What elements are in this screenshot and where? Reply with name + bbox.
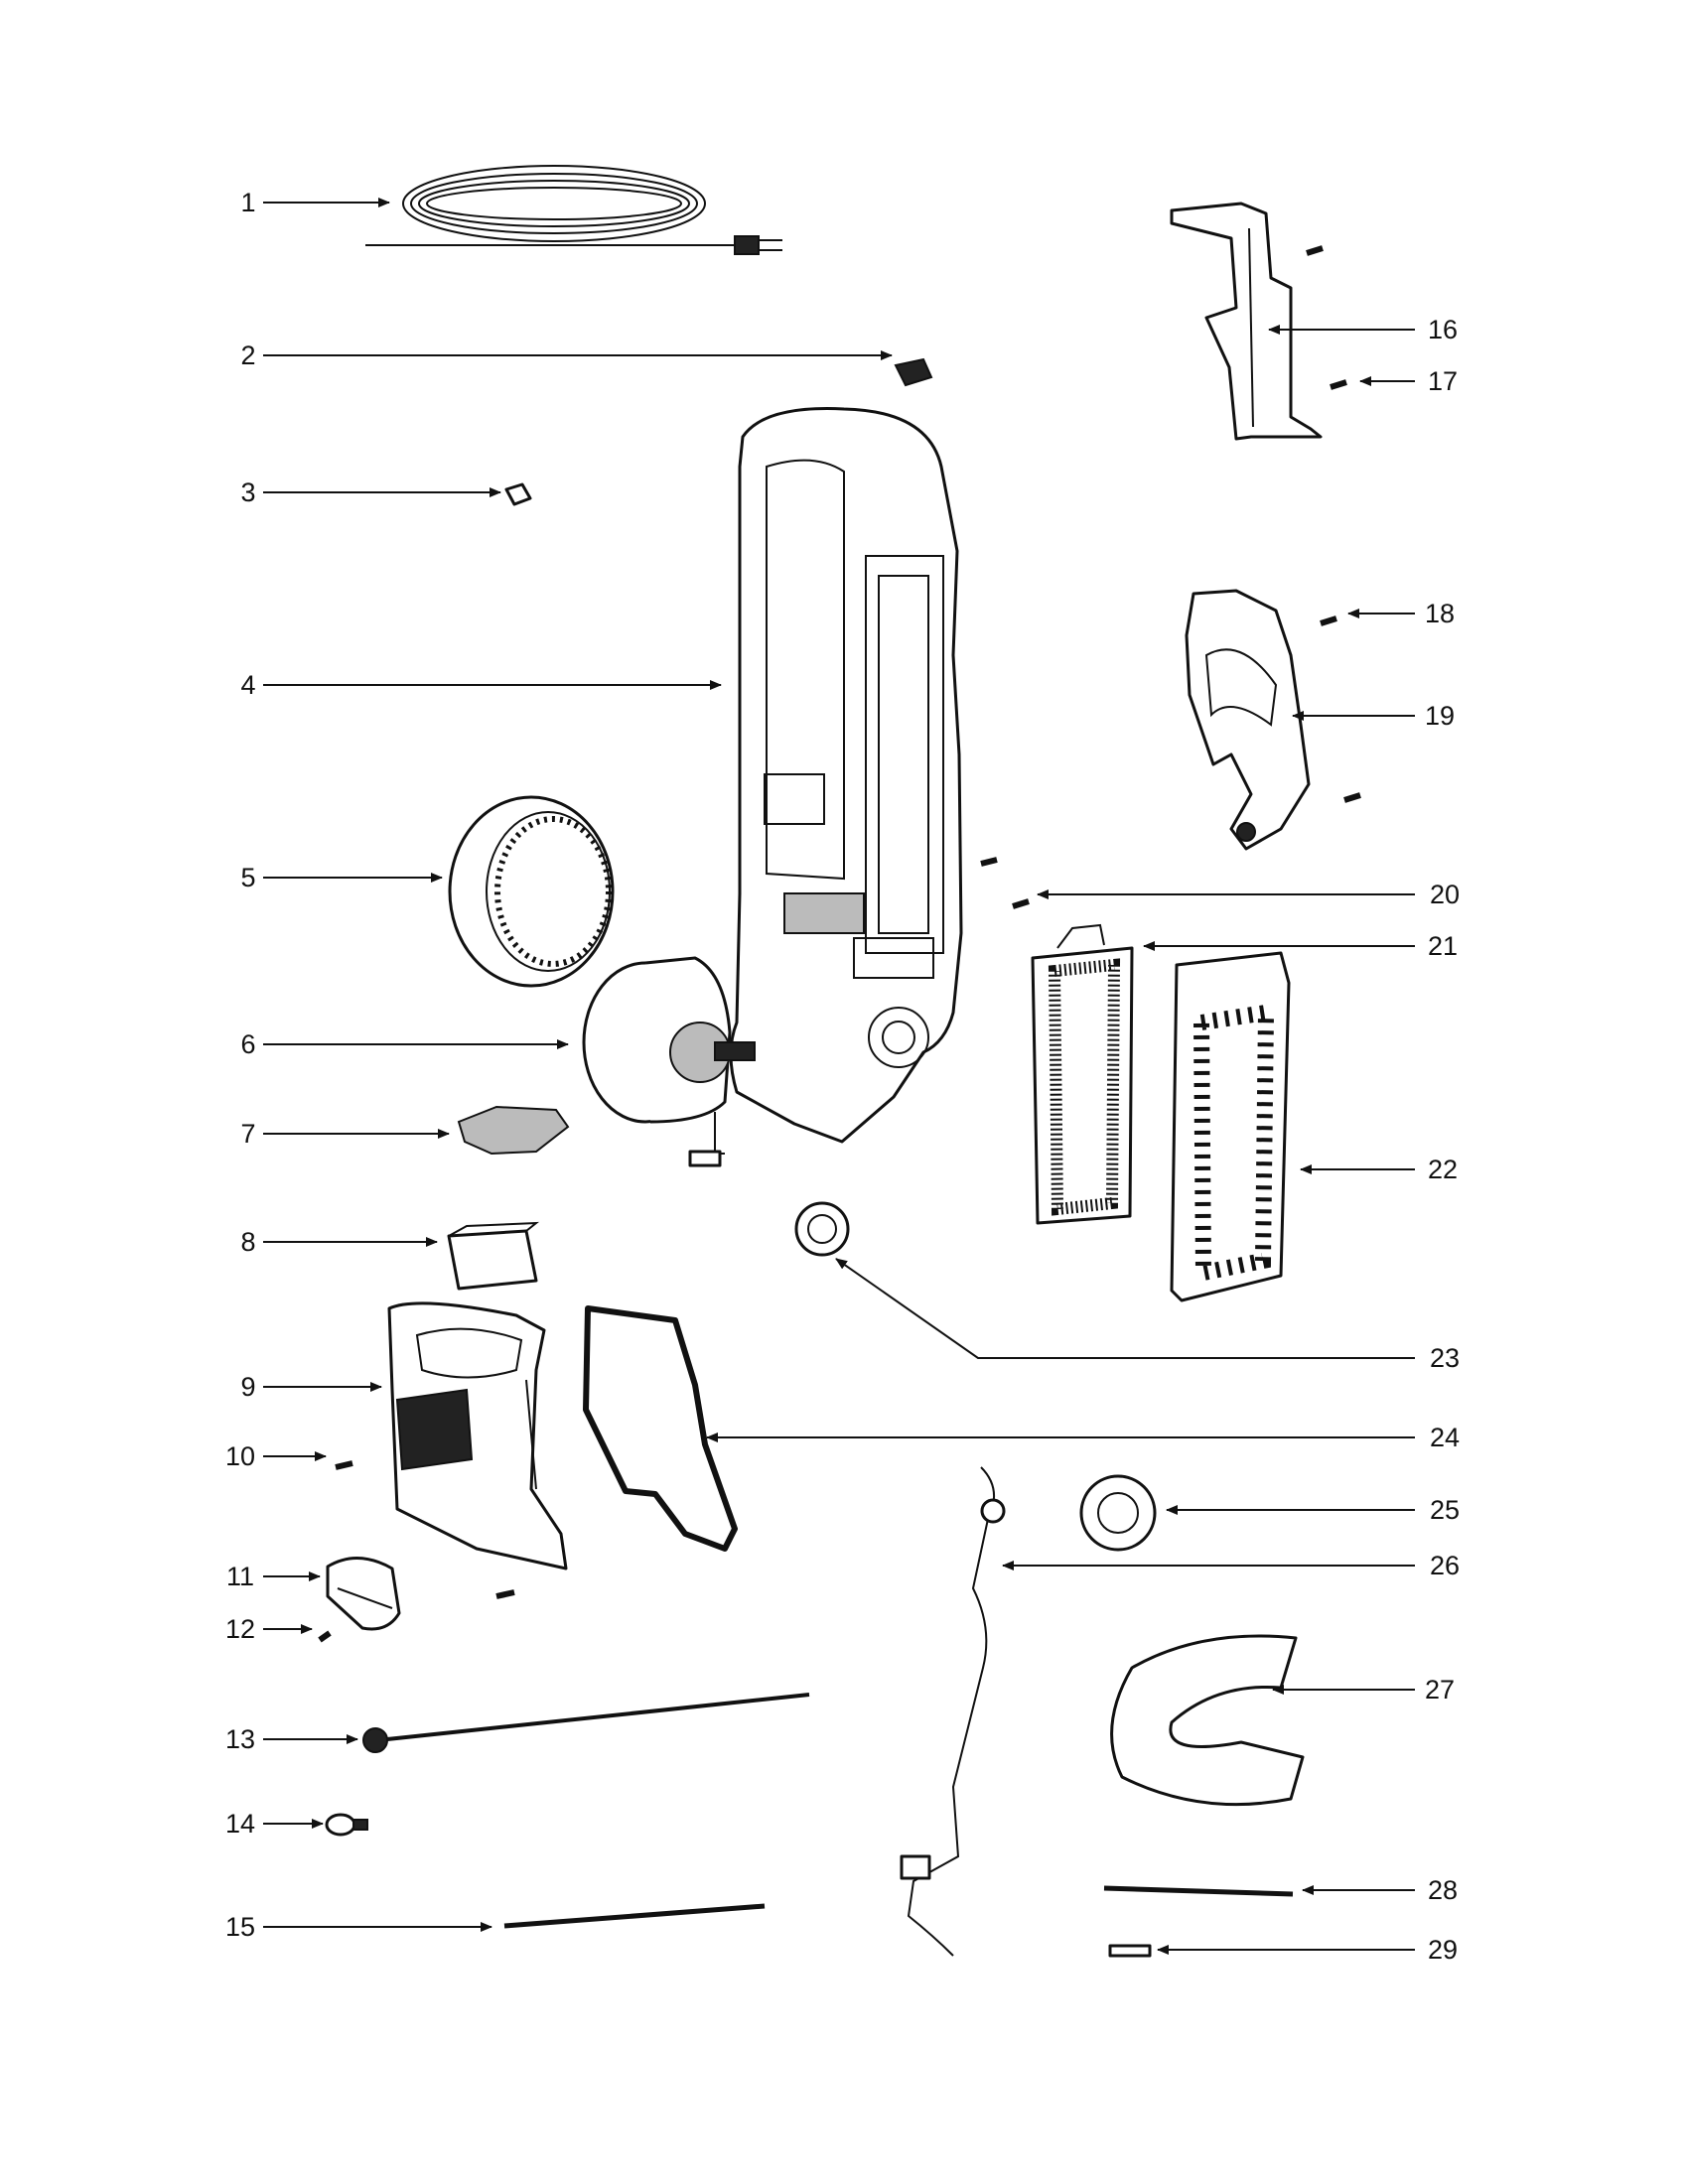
callout-1: 1 bbox=[240, 188, 390, 217]
callout-8: 8 bbox=[240, 1227, 438, 1257]
callout-29: 29 bbox=[1157, 1935, 1458, 1965]
callout-number: 29 bbox=[1428, 1935, 1458, 1965]
callout-12: 12 bbox=[225, 1614, 313, 1644]
callout-21: 21 bbox=[1143, 931, 1458, 961]
callout-19: 19 bbox=[1292, 701, 1455, 731]
cap-part bbox=[326, 1557, 401, 1631]
small-pad-part bbox=[1108, 1944, 1152, 1958]
callout-26: 26 bbox=[1002, 1551, 1460, 1580]
callout-17: 17 bbox=[1359, 366, 1458, 396]
callout-2: 2 bbox=[240, 341, 893, 370]
callout-10: 10 bbox=[225, 1441, 327, 1471]
callout-16: 16 bbox=[1268, 315, 1458, 344]
callout-11: 11 bbox=[226, 1562, 321, 1591]
callout-5: 5 bbox=[240, 863, 443, 892]
callout-number: 17 bbox=[1428, 366, 1458, 396]
callout-number: 2 bbox=[240, 341, 255, 370]
fitting-part bbox=[504, 482, 532, 506]
callout-number: 14 bbox=[225, 1809, 255, 1839]
callout-number: 16 bbox=[1428, 315, 1458, 344]
callout-9: 9 bbox=[240, 1372, 382, 1402]
gasket-part bbox=[583, 1305, 738, 1552]
callout-number: 25 bbox=[1430, 1495, 1460, 1525]
callout-number: 28 bbox=[1428, 1875, 1458, 1905]
callout-number: 7 bbox=[240, 1119, 255, 1149]
callout-number: 22 bbox=[1428, 1155, 1458, 1184]
curved-shield-part bbox=[1110, 1634, 1305, 1807]
callout-28: 28 bbox=[1302, 1875, 1458, 1905]
bracket-part bbox=[1170, 202, 1323, 441]
callout-number: 24 bbox=[1430, 1423, 1460, 1452]
rod-knob-part bbox=[362, 1693, 810, 1753]
callout-number: 10 bbox=[225, 1441, 255, 1471]
filter-pad-part bbox=[457, 1105, 570, 1156]
callout-18: 18 bbox=[1347, 599, 1455, 628]
small-rod-part bbox=[1103, 1885, 1294, 1897]
callout-number: 21 bbox=[1428, 931, 1458, 961]
foam-block-part bbox=[447, 1221, 540, 1291]
callout-number: 6 bbox=[240, 1029, 255, 1059]
callout-number: 11 bbox=[226, 1562, 254, 1591]
callout-number: 23 bbox=[1430, 1343, 1460, 1373]
callout-6: 6 bbox=[240, 1029, 569, 1059]
callout-number: 15 bbox=[225, 1912, 255, 1942]
callout-24: 24 bbox=[706, 1423, 1460, 1452]
callout-number: 26 bbox=[1430, 1551, 1460, 1580]
filter-frame-part bbox=[1031, 923, 1134, 1225]
callout-3: 3 bbox=[240, 478, 501, 507]
callout-number: 20 bbox=[1430, 880, 1460, 909]
valve-part bbox=[794, 1201, 850, 1257]
power-cord-part bbox=[365, 165, 782, 255]
ring-part bbox=[448, 795, 615, 988]
callout-number: 1 bbox=[240, 188, 255, 217]
handle-body-part bbox=[729, 407, 963, 1144]
callout-number: 13 bbox=[225, 1724, 255, 1754]
screw-parts bbox=[318, 245, 1361, 1643]
wire-harness-part bbox=[900, 1466, 1006, 1957]
callout-27: 27 bbox=[1272, 1675, 1455, 1705]
callout-number: 18 bbox=[1425, 599, 1455, 628]
callout-number: 4 bbox=[240, 670, 255, 700]
callout-number: 8 bbox=[240, 1227, 255, 1257]
washer-part bbox=[1079, 1474, 1157, 1552]
switch-part bbox=[894, 357, 933, 387]
callout-23: 23 bbox=[835, 1258, 1460, 1373]
handle-grip-part bbox=[1185, 589, 1311, 851]
callout-number: 12 bbox=[225, 1614, 255, 1644]
callout-number: 3 bbox=[240, 478, 255, 507]
wire-part bbox=[503, 1903, 766, 1929]
callout-4: 4 bbox=[240, 670, 722, 700]
callout-number: 19 bbox=[1425, 701, 1455, 731]
callout-15: 15 bbox=[225, 1912, 492, 1942]
callout-number: 9 bbox=[240, 1372, 255, 1402]
callout-number: 5 bbox=[240, 863, 255, 892]
callout-25: 25 bbox=[1166, 1495, 1460, 1525]
callout-22: 22 bbox=[1300, 1155, 1458, 1184]
grille-cover-part bbox=[1170, 951, 1291, 1302]
callout-7: 7 bbox=[240, 1119, 450, 1149]
callout-number: 27 bbox=[1425, 1675, 1455, 1705]
callout-14: 14 bbox=[225, 1809, 324, 1839]
motor-part bbox=[582, 956, 756, 1167]
dust-cup-part bbox=[387, 1301, 568, 1570]
callout-20: 20 bbox=[1037, 880, 1460, 909]
callout-13: 13 bbox=[225, 1724, 358, 1754]
bulb-part bbox=[325, 1813, 368, 1837]
